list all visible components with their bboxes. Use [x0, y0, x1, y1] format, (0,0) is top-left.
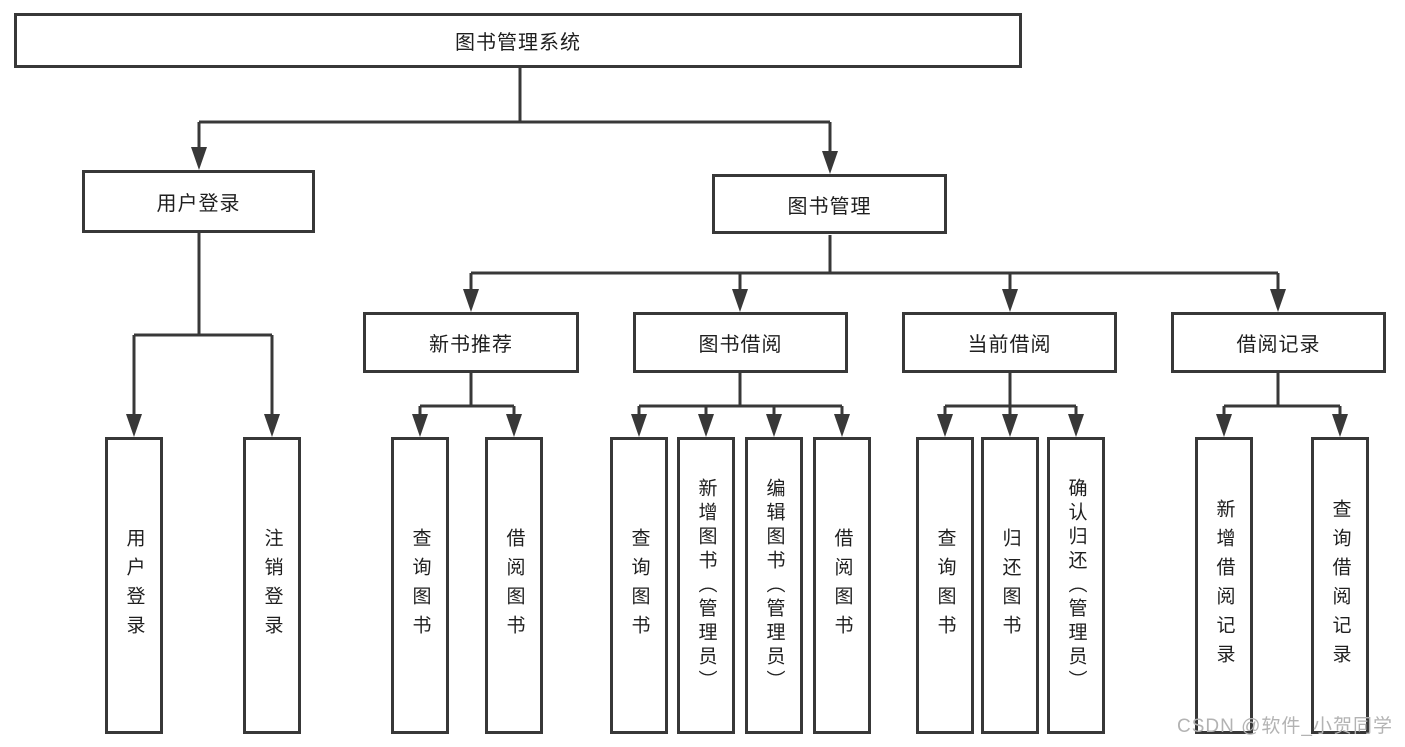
node-recommend-query-books: 查询图书 — [391, 437, 449, 734]
node-logout: 注销登录 — [243, 437, 301, 734]
node-borrow-borrow-books-label: 借阅图书 — [831, 527, 853, 644]
node-borrow-borrow-books: 借阅图书 — [813, 437, 871, 734]
node-logout-label: 注销登录 — [261, 527, 283, 644]
node-confirm-return-admin: 确认归还（管理员） — [1047, 437, 1105, 734]
node-new-book-recommend: 新书推荐 — [363, 312, 579, 373]
node-add-borrow-record: 新增借阅记录 — [1195, 437, 1253, 734]
node-user-login-group-label: 用户登录 — [156, 193, 241, 215]
node-book-management: 图书管理 — [712, 174, 947, 234]
node-user-login-label: 用户登录 — [123, 527, 145, 644]
node-recommend-borrow-books-label: 借阅图书 — [503, 527, 525, 644]
node-book-borrow: 图书借阅 — [633, 312, 848, 373]
csdn-watermark: CSDN @软件_小贺同学 — [1177, 716, 1393, 737]
node-borrow-records-label: 借阅记录 — [1236, 334, 1321, 356]
node-current-borrow-label: 当前借阅 — [967, 334, 1052, 356]
node-add-books-admin: 新增图书（管理员） — [677, 437, 735, 734]
node-add-books-admin-label: 新增图书（管理员） — [695, 477, 717, 694]
node-current-query-books-label: 查询图书 — [934, 527, 956, 644]
node-root-system: 图书管理系统 — [14, 13, 1022, 68]
node-query-borrow-record: 查询借阅记录 — [1311, 437, 1369, 734]
arrowheads — [126, 147, 1348, 437]
node-borrow-query-books: 查询图书 — [610, 437, 668, 734]
node-book-borrow-label: 图书借阅 — [698, 334, 783, 356]
node-current-borrow: 当前借阅 — [902, 312, 1117, 373]
node-root-system-label: 图书管理系统 — [455, 32, 581, 54]
node-book-management-label: 图书管理 — [787, 195, 872, 218]
node-borrow-query-books-label: 查询图书 — [628, 527, 650, 644]
node-confirm-return-admin-label: 确认归还（管理员） — [1065, 477, 1087, 694]
node-add-borrow-record-label: 新增借阅记录 — [1213, 498, 1235, 673]
node-user-login-group: 用户登录 — [82, 170, 315, 233]
node-query-borrow-record-label: 查询借阅记录 — [1329, 498, 1351, 673]
node-return-books: 归还图书 — [981, 437, 1039, 734]
node-edit-books-admin: 编辑图书（管理员） — [745, 437, 803, 734]
node-borrow-records: 借阅记录 — [1171, 312, 1386, 373]
node-return-books-label: 归还图书 — [999, 527, 1021, 644]
node-recommend-query-books-label: 查询图书 — [409, 527, 431, 644]
node-current-query-books: 查询图书 — [916, 437, 974, 734]
node-user-login: 用户登录 — [105, 437, 163, 734]
node-new-book-recommend-label: 新书推荐 — [429, 334, 513, 356]
node-recommend-borrow-books: 借阅图书 — [485, 437, 543, 734]
node-edit-books-admin-label: 编辑图书（管理员） — [763, 477, 785, 694]
